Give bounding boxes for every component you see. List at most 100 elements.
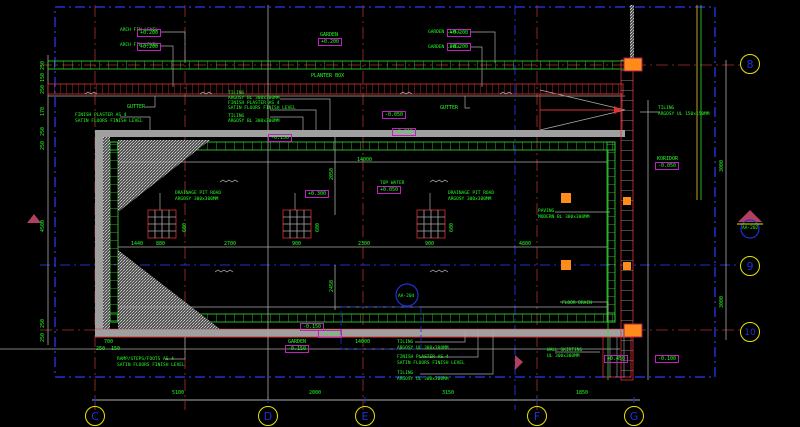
leader-lines <box>120 31 660 375</box>
inner-rail-right <box>606 141 616 323</box>
row-dim-6: 4800 <box>519 241 532 247</box>
top-level-2-label: ARCH FIN LEVEL <box>120 43 158 48</box>
slab-left <box>95 130 103 337</box>
corridor-tag[interactable]: -0.050 <box>655 162 680 170</box>
pit-dim-1: 600 <box>182 222 188 232</box>
pit-dim-3: 600 <box>449 222 455 232</box>
paving-label: PAVING <box>538 209 555 214</box>
grid-bubble-d[interactable]: D <box>258 406 278 426</box>
dim-right-1: 3000 <box>719 159 725 172</box>
column-1 <box>623 57 643 72</box>
finish-note-2: SATIN FLOORS FINISH LEVEL <box>75 119 143 124</box>
top-level-1-label: ARCH FIN LEVEL <box>120 28 158 33</box>
tiling-note-1: TILING <box>228 91 245 96</box>
center-tag-2[interactable]: +0.050 <box>377 186 402 194</box>
dim-vert-2450: 2450 <box>329 279 335 292</box>
row-dim-0: 1440 <box>131 241 144 247</box>
dim-left-4: 250 <box>40 126 46 136</box>
gutter-right-label: GUTTER <box>440 105 459 111</box>
drainage-right-spec: ARGOSY 300x300MM <box>448 197 492 202</box>
dim-d-e: 2000 <box>309 390 322 396</box>
pit-dim-2: 600 <box>315 222 321 232</box>
tiling-note-2: ARGOSY BL 300x300MM <box>228 96 280 101</box>
bottom-tag-left[interactable]: -0.150 <box>300 323 325 331</box>
top-garden-label: GARDEN <box>320 32 339 38</box>
bottom-tiling-b-spec: ARGOSY UL 300x300MM <box>397 377 449 382</box>
finish-note-1: FINISH PLASTER AS 4 <box>75 113 127 118</box>
grid-bubble-c[interactable]: C <box>85 406 105 426</box>
bottom-dim-small-3: 150 <box>111 346 121 352</box>
wall-skirting-label: WALL SKIRTING <box>547 348 583 353</box>
bottom-tag-slab[interactable]: -0.100 <box>318 330 343 338</box>
row-dim-5: 900 <box>425 241 435 247</box>
gutter-rail <box>47 83 624 95</box>
row-dim-3: 900 <box>292 241 302 247</box>
column-4 <box>561 260 571 270</box>
top-level-4-tag[interactable]: +0.200 <box>447 43 472 51</box>
grid-bubble-9[interactable]: 9 <box>740 256 760 276</box>
wall-skirting-spec: UL 300x300MM <box>547 354 580 359</box>
section-marker-aa202-label[interactable]: AA-202 <box>742 226 759 231</box>
drain-pit-1 <box>147 209 177 239</box>
drainage-left-spec: ARGOSY 300x300MM <box>175 197 219 202</box>
drain-pit-3 <box>416 209 446 239</box>
column-6 <box>623 262 631 270</box>
top-level-3-tag[interactable]: +0.200 <box>447 29 472 37</box>
column-5 <box>623 197 631 205</box>
wall-strip-top <box>630 5 634 60</box>
corridor-label: KORIDOR <box>657 156 679 162</box>
top-level-2-tag[interactable]: +0.200 <box>137 43 162 51</box>
bottom-garden-tag[interactable]: -0.150 <box>285 345 310 353</box>
inner-rail-left <box>109 141 119 323</box>
dim-left-2: 250 <box>40 84 46 94</box>
bottom-finish-a: FINISH PLASTER AS 4 <box>397 355 449 360</box>
grid-bubble-g[interactable]: G <box>624 406 644 426</box>
dim-vert-2050: 2050 <box>329 167 335 180</box>
gutter-left-label: GUTTER <box>127 104 146 110</box>
grid-bubble-8[interactable]: 8 <box>740 54 760 74</box>
bottom-tag-right-1[interactable]: +0.450 <box>604 355 629 363</box>
bottom-tiling-a: TILING <box>397 340 414 345</box>
dim-left-8: 250 <box>40 332 46 342</box>
drainage-right-label: DRAINAGE PIT ROAD <box>448 191 495 196</box>
column-3 <box>561 193 571 203</box>
paving-spec: MODERN BL 300x300MM <box>538 215 590 220</box>
bottom-garden-label: GARDEN <box>288 339 307 345</box>
section-marker-aa202 <box>737 210 763 239</box>
hatch-ramp-top <box>118 140 210 212</box>
screed-tag[interactable]: -0.050 <box>382 111 407 119</box>
grid-bubble-10[interactable]: 10 <box>740 322 760 342</box>
ramp-note-2: SATIN FLOORS FINISH LEVEL <box>117 363 185 368</box>
section-marker-aa204-label[interactable]: AA-204 <box>398 294 415 299</box>
bottom-dim-small-1: 700 <box>104 339 114 345</box>
bottom-tiling-b: TILING <box>397 371 414 376</box>
right-tiling-spec: ARGOSY UL 150x150MM <box>658 112 710 117</box>
bottom-tag-right-2[interactable]: -0.100 <box>655 355 680 363</box>
slab-top <box>95 130 625 137</box>
dim-left-1: 150 <box>40 72 46 82</box>
grid-bubble-f[interactable]: F <box>527 406 547 426</box>
dim-left-0: 250 <box>40 60 46 70</box>
drain-pit-2 <box>282 209 312 239</box>
left-inner-tag[interactable]: -0.150 <box>268 134 293 142</box>
site-boundary <box>54 6 716 378</box>
tiling-note-5: TILING <box>228 114 245 119</box>
planter-rail <box>47 60 629 70</box>
grid-bubble-e[interactable]: E <box>355 406 375 426</box>
top-level-4-label: GARDEN LEVEL <box>428 45 461 50</box>
bottom-dim-small-2: 250 <box>96 346 106 352</box>
top-level-3-label: GARDEN LEVEL <box>428 30 461 35</box>
top-level-1-tag[interactable]: +0.200 <box>137 29 162 37</box>
right-tiling-label: TILING <box>658 106 675 111</box>
dim-f-g: 1850 <box>576 390 589 396</box>
slab-tag[interactable]: -0.015 <box>392 128 417 136</box>
planter-box-label: PLANTER BOX <box>311 73 345 79</box>
top-garden-tag[interactable]: +0.200 <box>318 38 343 46</box>
floor-drain-label: FLOOR DRAIN <box>562 301 592 306</box>
dim-left-7: 250 <box>40 318 46 328</box>
left-section-triangle <box>27 214 41 223</box>
dim-14000-top: 14000 <box>357 157 373 163</box>
level-marks <box>84 91 513 273</box>
pit-level-tag[interactable]: +0.300 <box>305 190 330 198</box>
